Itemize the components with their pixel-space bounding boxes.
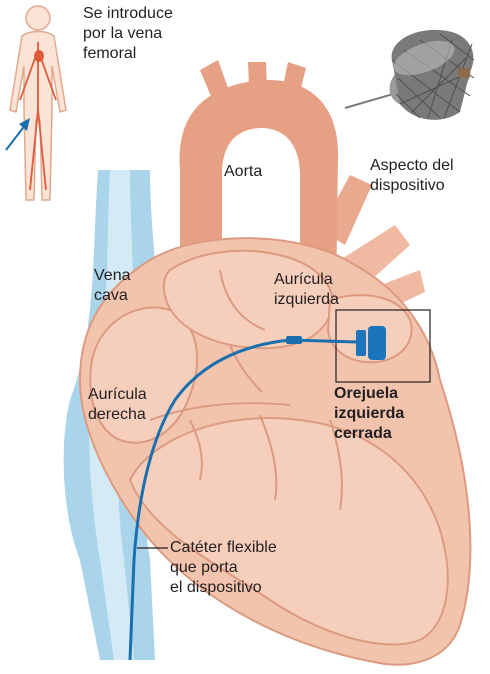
vena-cava-label: Vena cava [94, 266, 130, 306]
catheter-label: Catéter flexible que porta el dispositiv… [170, 538, 277, 598]
catheter-tip-segment [286, 336, 302, 344]
occlusion-device [356, 326, 386, 360]
device-appearance-image [345, 30, 478, 120]
left-atrium-label: Aurícula izquierda [274, 270, 339, 310]
human-figure [10, 6, 66, 200]
closed-appendage-label: Orejuela izquierda cerrada [334, 384, 404, 444]
right-atrium-label: Aurícula derecha [88, 385, 147, 425]
device-appearance-label: Aspecto del dispositivo [370, 156, 454, 196]
femoral-entry-label: Se introduce por la vena femoral [83, 4, 173, 64]
aorta-label: Aorta [224, 162, 262, 182]
